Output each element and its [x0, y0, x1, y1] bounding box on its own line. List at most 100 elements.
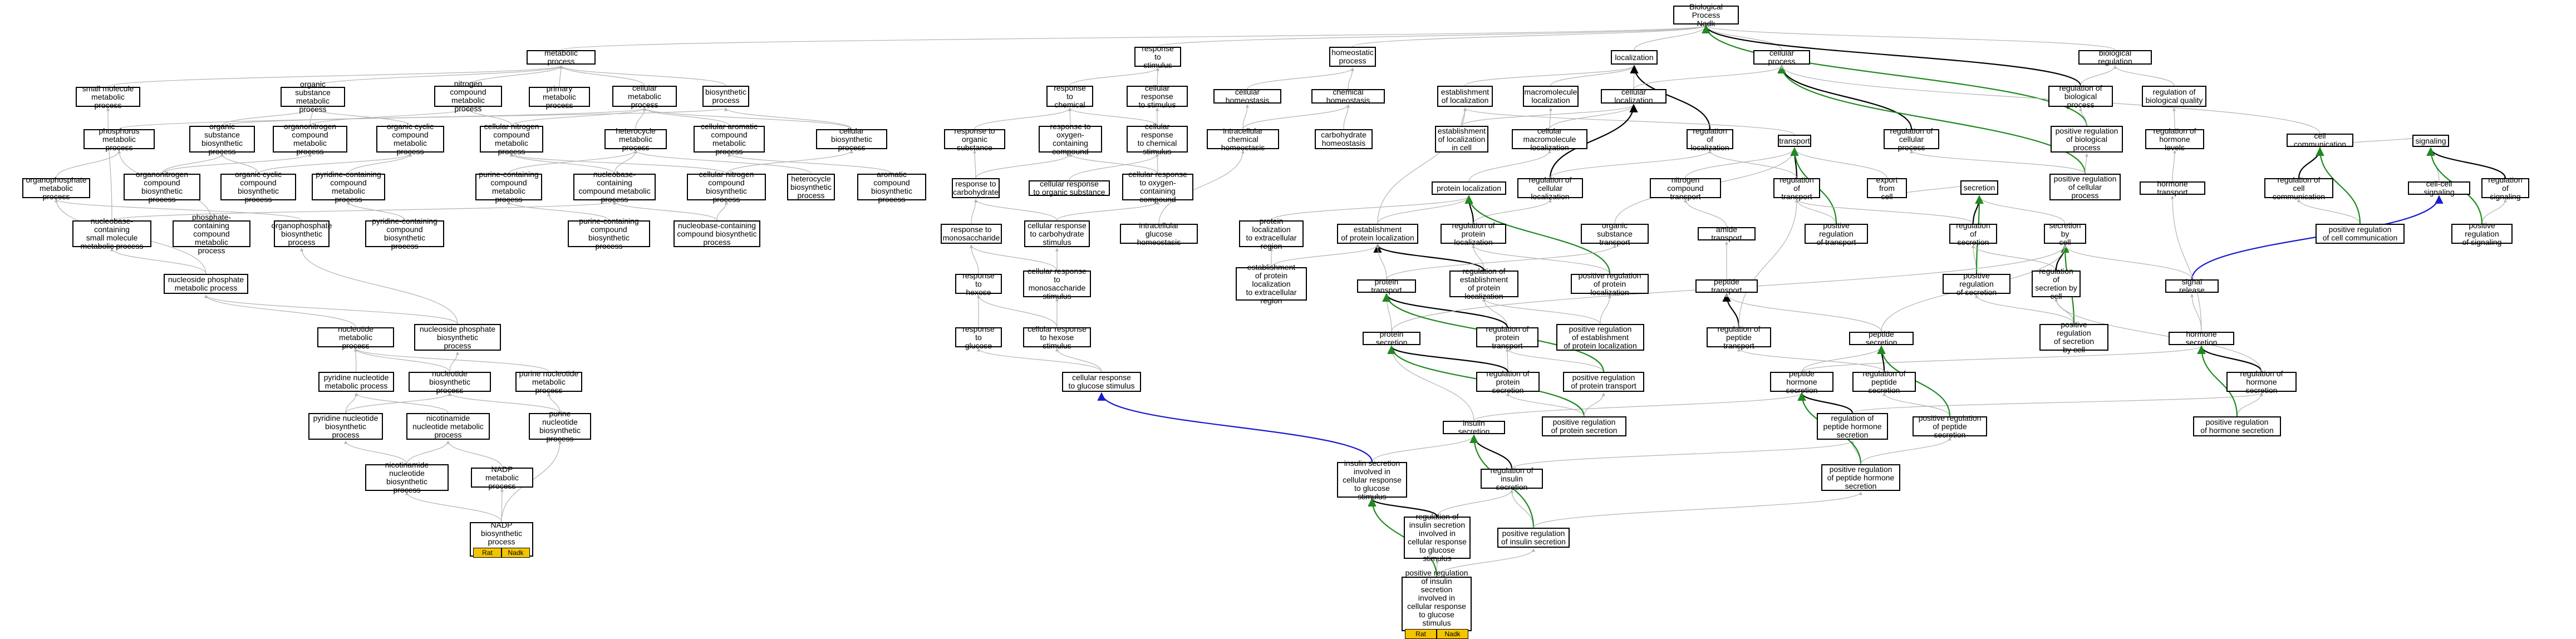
go-term-insulin-glucose[interactable]: insulin secretion involved in cellular r…: [1337, 459, 1407, 500]
go-term-reg-secretion-cell[interactable]: regulation of secretion by cell: [2032, 267, 2081, 301]
go-term-cell-resp-oxy[interactable]: cellular response to oxygen-containing c…: [1122, 170, 1193, 204]
go-term-pos-reg-insulin-glucose[interactable]: positive regulation of insulin secretion…: [1402, 569, 1472, 639]
go-term-orgnitro-bio[interactable]: organonitrogen compound biosynthetic pro…: [124, 170, 200, 204]
go-term-carb-homeo[interactable]: carbohydrate homeostasis: [1315, 129, 1373, 149]
go-term-amide-transport[interactable]: amide transport: [1698, 225, 1756, 242]
go-term-nucbase-met[interactable]: nucleobase-containing compound metabolic…: [573, 170, 656, 204]
go-term-reg-loc[interactable]: regulation of localization: [1687, 126, 1733, 151]
go-term-resp-orgsub[interactable]: response to organic substance: [944, 126, 1005, 151]
go-term-cell-resp-orgsub[interactable]: cellular response to organic substance: [1029, 180, 1110, 196]
go-term-resp-mono[interactable]: response to monosaccharide: [941, 224, 1002, 244]
go-term-reg-cp[interactable]: regulation of cellular process: [1884, 126, 1939, 151]
go-term-insulin-sec[interactable]: insulin secretion: [1443, 419, 1505, 436]
go-term-nucbase-bio[interactable]: nucleobase-containing compound biosynthe…: [674, 220, 760, 247]
go-term-phos-comp-met[interactable]: phosphate-containing compound metabolic …: [173, 213, 250, 254]
go-term-hetero-bio[interactable]: heterocycle biosynthetic process: [787, 174, 835, 200]
go-term-biosyn[interactable]: biosynthetic process: [702, 86, 749, 107]
go-term-cell-macro-loc[interactable]: cellular macromolecule localization: [1512, 126, 1587, 151]
go-term-resp-hexose[interactable]: response to hexose: [955, 271, 1002, 296]
go-term-cell-resp-carb[interactable]: cellular response to carbohydrate stimul…: [1024, 220, 1090, 247]
go-term-prot-transport[interactable]: protein transport: [1357, 278, 1416, 294]
go-term-pos-reg-cp[interactable]: positive regulation of cellular process: [2049, 174, 2121, 200]
go-term-pos-reg-cell-comm[interactable]: positive regulation of cell communicatio…: [2316, 224, 2405, 244]
go-term-bp[interactable]: Biological Process Nadk: [1673, 2, 1739, 27]
go-term-reg-estab-prot[interactable]: regulation of establishment of protein l…: [1449, 267, 1518, 301]
go-term-reg-cell-loc[interactable]: regulation of cellular localization: [1517, 175, 1583, 200]
go-term-peptide-transport[interactable]: peptide transport: [1695, 278, 1758, 294]
go-term-intra-glucose-homeo[interactable]: intracellular glucose homeostasis: [1120, 221, 1198, 246]
go-term-reg-bp[interactable]: regulation of biological process: [2048, 83, 2113, 109]
go-term-phos-met[interactable]: phosphorus metabolic process: [83, 126, 155, 151]
go-term-nucbase-small[interactable]: nucleobase-containing small molecule met…: [72, 217, 151, 250]
go-term-reg-transport[interactable]: regulation of transport: [1773, 175, 1820, 200]
go-term-hetero-met[interactable]: heterocycle metabolic process: [604, 126, 667, 151]
go-term-pur-nuc-bio[interactable]: purine nucleotide biosynthetic process: [529, 410, 591, 443]
go-term-orgnitro-met[interactable]: organonitrogen compound metabolic proces…: [273, 122, 347, 156]
go-term-primary[interactable]: primary metabolic process: [529, 84, 590, 109]
go-term-orgcyc-bio[interactable]: organic cyclic compound biosynthetic pro…: [220, 170, 296, 204]
go-term-reg-prot-transport[interactable]: regulation of protein transport: [1476, 325, 1538, 350]
go-term-resp-glucose[interactable]: response to glucose: [955, 325, 1002, 350]
go-term-pos-reg-secretion-cell[interactable]: positive regulation of secretion by cell: [2039, 321, 2108, 354]
go-term-resp-stim[interactable]: response to stimulus: [1134, 44, 1181, 69]
go-term-pyr-nuc-bio[interactable]: pyridine nucleotide biosynthetic process: [308, 413, 383, 440]
go-term-arom-bio[interactable]: aromatic compound biosynthetic process: [857, 170, 926, 204]
go-term-pos-reg-peptide-hormone-sec[interactable]: positive regulation of peptide hormone s…: [1821, 464, 1900, 491]
go-term-pur-bio[interactable]: purine-containing compound biosynthetic …: [568, 217, 650, 250]
go-term-reg-bq[interactable]: regulation of biological quality: [2142, 86, 2206, 107]
go-term-cellproc[interactable]: cellular process: [1753, 49, 1810, 66]
go-term-cc-signaling[interactable]: cell-cell signaling: [2408, 180, 2470, 196]
go-term-nitro-transport[interactable]: nitrogen compound transport: [1650, 175, 1721, 200]
go-term-reg-peptide-sec[interactable]: regulation of peptide secretion: [1852, 369, 1916, 394]
go-term-reg-prot-loc[interactable]: regulation of protein localization: [1441, 221, 1506, 246]
go-term-reg-hormone-sec[interactable]: regulation of hormone secretion: [2226, 369, 2297, 394]
go-term-reg-insulin-sec[interactable]: regulation of insulin secretion: [1481, 466, 1543, 491]
go-term-signaling[interactable]: signaling: [2412, 135, 2449, 147]
go-term-cell-resp-chem[interactable]: cellular response to chemical stimulus: [1127, 122, 1188, 156]
go-term-cell-resp-glucose[interactable]: cellular response to glucose stimulus: [1062, 372, 1141, 392]
go-term-cellbio[interactable]: cellular biosynthetic process: [816, 126, 887, 151]
go-term-secretion[interactable]: secretion: [1960, 180, 1998, 195]
go-term-resp-oxy[interactable]: response to oxygen-containing compound: [1039, 122, 1102, 156]
go-term-resp-carb[interactable]: response to carbohydrate: [952, 178, 1000, 198]
go-term-reg-cell-comm[interactable]: regulation of cell communication: [2264, 175, 2333, 200]
go-term-pos-reg-peptide-sec[interactable]: positive regulation of peptide secretion: [1913, 414, 1987, 439]
go-term-reg-secretion[interactable]: regulation of secretion: [1949, 221, 1997, 246]
go-term-cellnitro-met[interactable]: cellular nitrogen compound metabolic pro…: [480, 122, 543, 156]
go-term-pos-reg-secretion[interactable]: positive regulation of secretion: [1943, 271, 2010, 296]
go-term-cell-resp-stim[interactable]: cellular response to stimulus: [1127, 83, 1188, 109]
go-term-orgphos-bio[interactable]: organophosphate biosynthetic process: [272, 220, 332, 247]
go-term-estab-prot-extra[interactable]: establishment of protein localization to…: [1236, 263, 1307, 304]
go-term-reg-signaling[interactable]: regulation of signaling: [2481, 175, 2529, 200]
go-term-export[interactable]: export from cell: [1867, 175, 1907, 200]
go-term-nuc-phos-bio[interactable]: nucleoside phosphate biosynthetic proces…: [414, 324, 501, 351]
go-term-signal-release[interactable]: signal release: [2165, 278, 2219, 294]
go-term-pos-reg-prot-transport[interactable]: positive regulation of protein transport: [1563, 372, 1644, 392]
go-term-reg-peptide-hormone-sec[interactable]: regulation of peptide hormone secretion: [1817, 413, 1888, 440]
go-term-pos-reg-insulin-sec[interactable]: positive regulation of insulin secretion: [1497, 528, 1570, 548]
go-term-reg-prot-secretion[interactable]: regulation of protein secretion: [1476, 369, 1540, 394]
go-term-small-mol[interactable]: small molecule metabolic process: [76, 84, 140, 109]
go-term-prot-loc[interactable]: protein localization: [1432, 181, 1506, 195]
go-term-cell-resp-hexose[interactable]: cellular response to hexose stimulus: [1023, 325, 1091, 350]
go-term-local[interactable]: localization: [1611, 50, 1658, 65]
go-term-bioreg[interactable]: biological regulation: [2078, 49, 2152, 66]
go-term-org-sub-bio[interactable]: organic substance biosynthetic process: [189, 122, 255, 156]
go-term-transport[interactable]: transport: [1778, 135, 1811, 147]
go-term-homeo[interactable]: homeostatic process: [1329, 47, 1376, 67]
go-term-cell-loc[interactable]: cellular localization: [1601, 88, 1666, 105]
go-term-nicotin-bio[interactable]: nicotinamide nucleotide biosynthetic pro…: [365, 461, 449, 494]
go-term-peptide-secretion[interactable]: peptide secretion: [1849, 330, 1914, 347]
go-term-hormone-transport[interactable]: hormone transport: [2140, 180, 2205, 196]
go-term-prot-secretion[interactable]: protein secretion: [1363, 330, 1420, 347]
go-term-estab-loc[interactable]: establishment of localization: [1437, 86, 1493, 107]
go-term-hormone-secretion[interactable]: hormone secretion: [2169, 330, 2234, 347]
go-term-nuc-phos-met[interactable]: nucleoside phosphate metabolic process: [164, 274, 248, 294]
go-term-cellnitro-bio[interactable]: cellular nitrogen compound biosynthetic …: [687, 170, 766, 204]
go-term-reg-insulin-glucose[interactable]: regulation of insulin secretion involved…: [1404, 513, 1471, 563]
go-term-pyr-nuc-met[interactable]: pyridine nucleotide metabolic process: [318, 372, 394, 392]
go-term-pos-reg-estab-prot[interactable]: positive regulation of establishment of …: [1556, 324, 1644, 351]
go-term-pur-met[interactable]: purine-containing compound metabolic pro…: [475, 170, 542, 204]
go-term-secretion-cell[interactable]: secretion by cell: [2044, 221, 2086, 246]
